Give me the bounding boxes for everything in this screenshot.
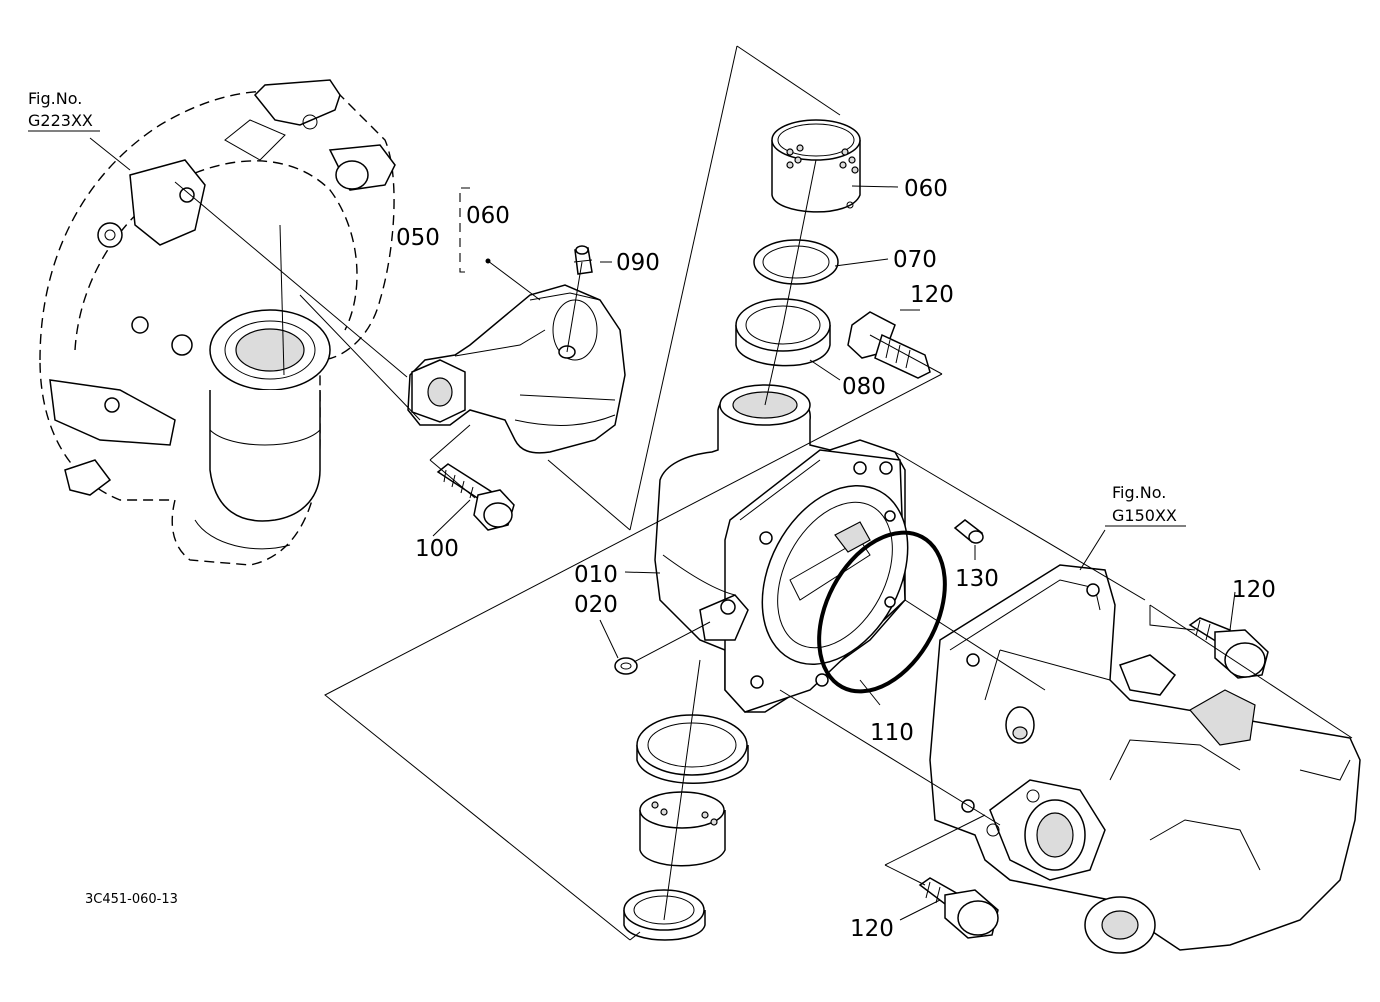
callout-120-right: 120: [1232, 577, 1276, 603]
pin-130-part: [953, 519, 984, 544]
callout-070: 070: [893, 247, 937, 273]
arm-050-part: [407, 284, 626, 454]
callout-120-bottom: 120: [850, 916, 894, 942]
housing-010-part: [654, 384, 909, 713]
leader-lines: [89, 45, 1353, 941]
callout-010: 010: [574, 562, 618, 588]
grease-nipple-090-part: [573, 245, 593, 275]
callout-060-bracket: 060: [466, 203, 510, 229]
left-housing-part: [39, 79, 396, 566]
washer-020-part: [614, 657, 638, 675]
lower-seal-bottom-part: [623, 889, 706, 941]
bolt-100-part: [436, 463, 515, 531]
lower-seal-part: [636, 714, 749, 784]
fig-ref-left-line1: Fig.No.: [28, 89, 82, 108]
callout-060-top: 060: [904, 176, 948, 202]
plug-120-right-part: [1188, 617, 1269, 679]
seal-080-part: [735, 298, 831, 367]
right-axle-housing-part: [929, 564, 1361, 954]
callout-020: 020: [574, 592, 618, 618]
plug-120-bottom-part: [918, 877, 999, 939]
diagram-code: 3C451-060-13: [85, 892, 178, 907]
fig-ref-left-line2: G223XX: [28, 111, 93, 130]
callout-120-upper: 120: [910, 282, 954, 308]
plug-120-upper-part: [847, 311, 931, 379]
callout-100: 100: [415, 536, 459, 562]
fig-ref-right-line1: Fig.No.: [1112, 483, 1166, 502]
lower-bushing-part: [639, 791, 726, 867]
fig-ref-right-line2: G150XX: [1112, 506, 1177, 525]
callout-080: 080: [842, 374, 886, 400]
callout-090: 090: [616, 250, 660, 276]
callout-130: 130: [955, 566, 999, 592]
callout-050: 050: [396, 225, 440, 251]
o-ring-110-part: [817, 530, 947, 694]
callout-110: 110: [870, 720, 914, 746]
bushing-060-top-part: [771, 119, 861, 213]
